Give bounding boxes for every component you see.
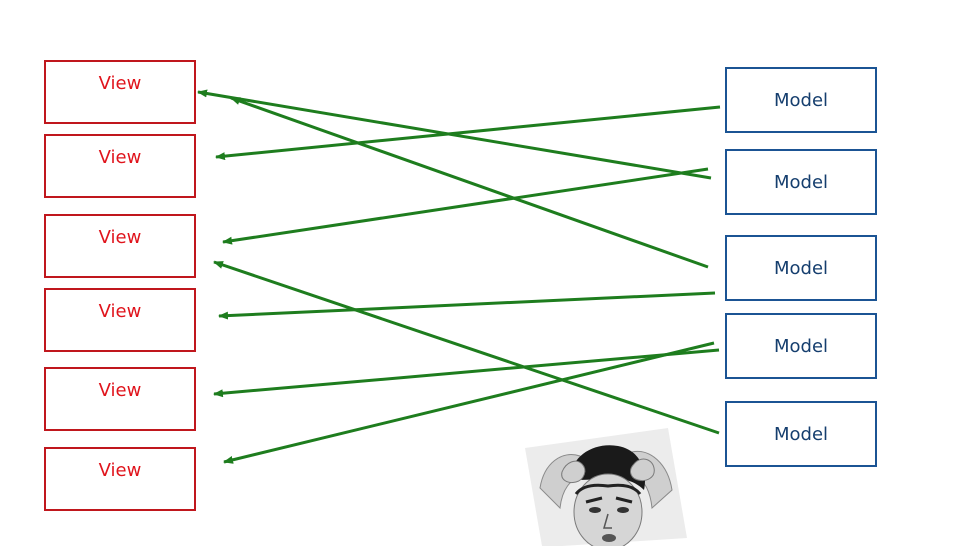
view-label: View <box>98 226 142 248</box>
view-box-6: View <box>44 447 196 511</box>
model-label: Model <box>773 171 829 193</box>
view-label: View <box>98 300 142 322</box>
view-label: View <box>98 146 142 168</box>
arrow-model4-to-view5 <box>213 348 720 398</box>
view-box-4: View <box>44 288 196 352</box>
view-label: View <box>98 379 142 401</box>
view-box-3: View <box>44 214 196 278</box>
arrow-model3-to-view1 <box>230 96 709 269</box>
arrow-model5-to-view3 <box>213 260 720 435</box>
model-label: Model <box>773 335 829 357</box>
model-box-4: Model <box>725 313 877 379</box>
model-box-3: Model <box>725 235 877 301</box>
model-box-1: Model <box>725 67 877 133</box>
stressed-man-meme-icon <box>522 428 687 546</box>
model-label: Model <box>773 89 829 111</box>
arrow-model2-to-view3 <box>222 167 709 245</box>
model-label: Model <box>773 423 829 445</box>
model-label: Model <box>773 257 829 279</box>
model-box-5: Model <box>725 401 877 467</box>
view-box-1: View <box>44 60 196 124</box>
arrow-model1-to-view2 <box>215 105 721 161</box>
view-box-5: View <box>44 367 196 431</box>
model-box-2: Model <box>725 149 877 215</box>
arrow-model2-to-view1 <box>197 89 712 180</box>
view-box-2: View <box>44 134 196 198</box>
arrow-model3-to-view4 <box>218 291 716 320</box>
view-label: View <box>98 72 142 94</box>
view-label: View <box>98 459 142 481</box>
